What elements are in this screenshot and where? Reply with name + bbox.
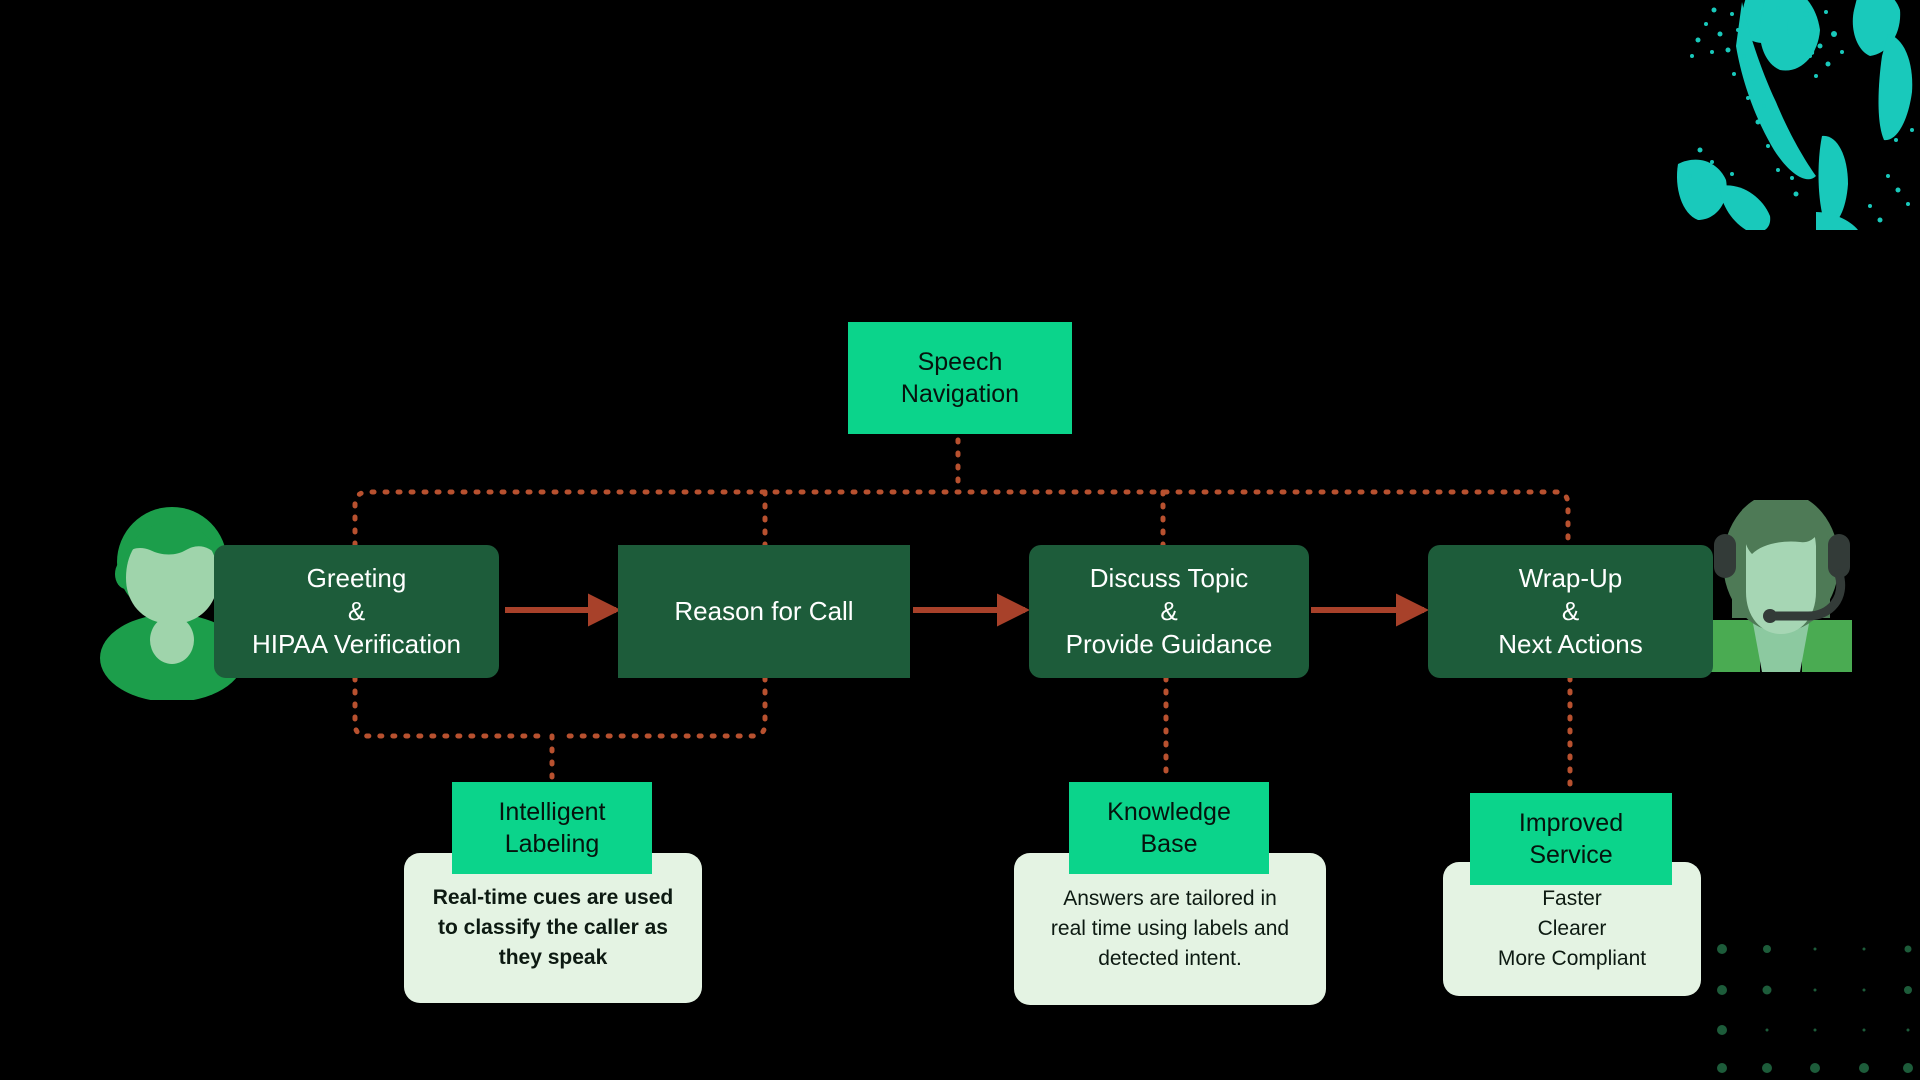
chip-improved-service[interactable]: Improved Service bbox=[1470, 793, 1672, 885]
decorative-dot-grid bbox=[1717, 944, 1913, 1073]
process-box-discuss-topic[interactable]: Discuss Topic & Provide Guidance bbox=[1029, 545, 1309, 678]
chip-knowledge-base[interactable]: Knowledge Base bbox=[1069, 782, 1269, 874]
agent-headset-avatar bbox=[1710, 500, 1852, 672]
chip-intelligent-labeling[interactable]: Intelligent Labeling bbox=[452, 782, 652, 874]
process-box-wrap-up[interactable]: Wrap-Up & Next Actions bbox=[1428, 545, 1713, 678]
decorative-teal-shapes bbox=[1676, 0, 1914, 230]
caller-avatar bbox=[100, 507, 244, 700]
dotted-top-bus bbox=[352, 489, 1571, 548]
description-knowledge-base: Answers are tailored in real time using … bbox=[1014, 853, 1326, 1005]
dotted-bottom-bus-step1 bbox=[352, 675, 543, 739]
chip-speech-navigation[interactable]: Speech Navigation bbox=[848, 322, 1072, 434]
dotted-bottom-bus-step2 bbox=[557, 675, 768, 739]
description-intelligent-labeling: Real-time cues are used to classify the … bbox=[404, 853, 702, 1003]
process-box-reason-for-call[interactable]: Reason for Call bbox=[618, 545, 910, 678]
process-box-greeting-hipaa[interactable]: Greeting & HIPAA Verification bbox=[214, 545, 499, 678]
